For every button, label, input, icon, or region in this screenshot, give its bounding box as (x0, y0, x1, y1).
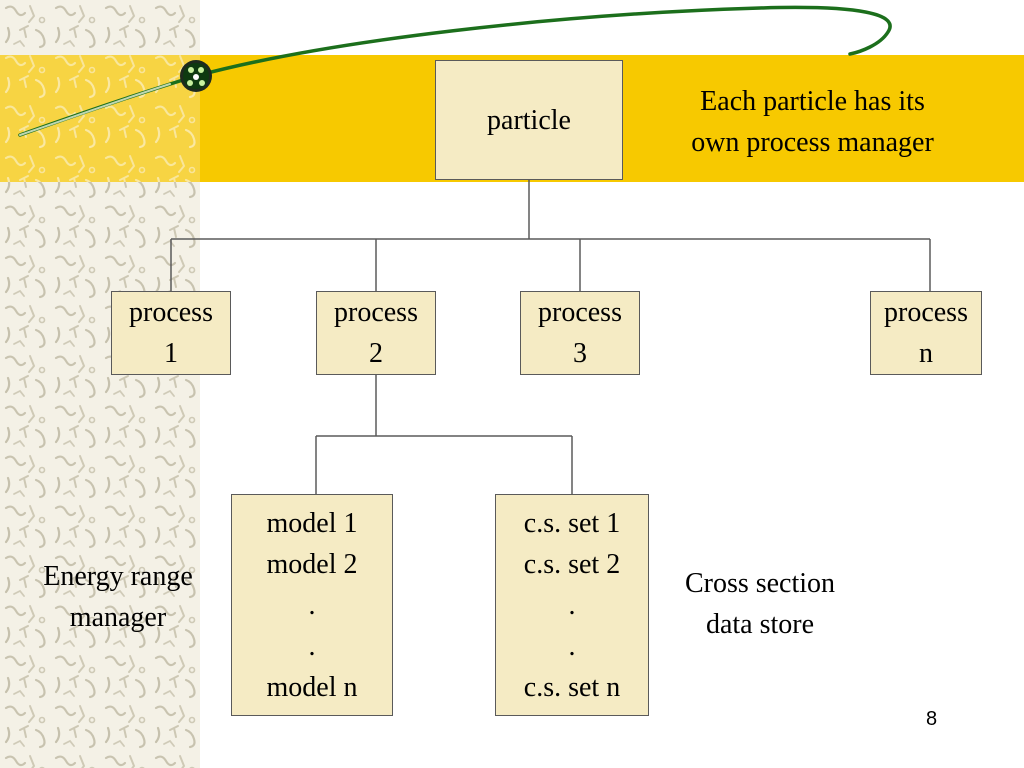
cs-box: c.s. set 1 c.s. set 2 . . c.s. set n (495, 494, 649, 716)
process-3-label-line-1: process (538, 297, 622, 328)
models-note-line-1: Energy range (43, 561, 193, 592)
process-n-label-line-2: n (919, 338, 933, 369)
cs-line-2: c.s. set 2 (523, 548, 621, 580)
process-2-label-line-1: process (334, 297, 418, 328)
cs-line-4: . (568, 630, 576, 662)
molecule-icon (180, 60, 212, 92)
models-note: Energy range manager (18, 556, 218, 638)
process-n-box: process n (870, 291, 982, 375)
cs-line-1: c.s. set 1 (523, 507, 621, 539)
process-2-label-line-2: 2 (369, 338, 383, 369)
slide-number: 8 (926, 708, 938, 730)
process-n-label-line-1: process (884, 297, 968, 328)
process-1-box: process 1 (111, 291, 231, 375)
particle-note-line-2: own process manager (691, 127, 934, 158)
cs-note-line-2: data store (705, 609, 815, 640)
models-line-4: . (308, 630, 316, 662)
cs-line-3: . (568, 589, 576, 621)
models-line-5: model n (266, 671, 358, 703)
models-note-line-2: manager (69, 602, 167, 633)
cs-line-5: c.s. set n (523, 671, 621, 703)
particle-box: particle (435, 60, 623, 180)
particle-label: particle (487, 104, 571, 136)
cs-note: Cross section data store (660, 563, 860, 645)
particle-note-line-1: Each particle has its (700, 86, 925, 117)
models-line-3: . (308, 589, 316, 621)
process-3-label-line-2: 3 (573, 338, 587, 369)
process-2-box: process 2 (316, 291, 436, 375)
particle-note: Each particle has its own process manage… (650, 81, 975, 163)
process-3-box: process 3 (520, 291, 640, 375)
process-1-label-line-2: 1 (164, 338, 178, 369)
process-1-label-line-1: process (129, 297, 213, 328)
models-line-2: model 2 (266, 548, 358, 580)
models-line-1: model 1 (266, 507, 358, 539)
cs-note-line-1: Cross section (684, 568, 836, 599)
models-box: model 1 model 2 . . model n (231, 494, 393, 716)
